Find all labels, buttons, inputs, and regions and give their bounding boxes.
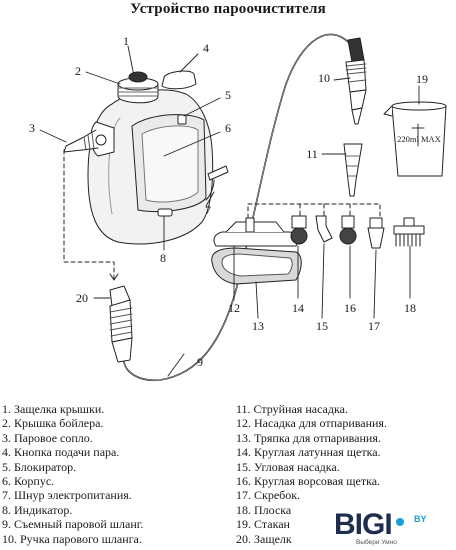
callout-6: 6	[225, 121, 231, 135]
cleaner-body	[87, 89, 229, 245]
legend-item: 12. Насадка для отпаривания.	[236, 416, 387, 431]
legend-item: 15. Угловая насадка.	[236, 459, 340, 474]
callout-5: 5	[225, 88, 231, 102]
legend-item: 11. Струйная насадка.	[236, 402, 348, 416]
logo-tagline: Выбери Умно	[356, 538, 397, 546]
callout-14: 14	[292, 301, 304, 315]
callout-1: 1	[123, 34, 129, 48]
callout-12: 12	[228, 301, 240, 315]
callout-18: 18	[404, 301, 416, 315]
indicator-light	[157, 208, 173, 217]
legend-item: 10. Ручка парового шланга.	[2, 531, 142, 546]
legend-item: 16. Круглая ворсовая щетка.	[236, 474, 381, 489]
cup-marking: 220ml MAX	[397, 134, 441, 144]
callout-8: 8	[160, 251, 166, 265]
callout-20: 20	[76, 291, 88, 305]
logo-suffix: BY	[414, 514, 427, 524]
legend-item: 19. Стакан	[236, 517, 290, 532]
callout-4: 4	[203, 41, 209, 55]
power-cord-stub	[207, 165, 229, 181]
leader-lines	[39, 45, 420, 377]
legend-item: 4. Кнопка подачи пара.	[2, 445, 120, 460]
callout-2: 2	[75, 64, 81, 78]
jet-nozzle	[343, 143, 363, 197]
legend-item: 2. Крышка бойлера.	[2, 416, 104, 431]
hose-handle	[345, 37, 367, 125]
callout-15: 15	[316, 319, 328, 333]
legend-item: 7. Шнур электропитания.	[2, 488, 132, 503]
callout-11: 11	[306, 147, 318, 161]
legend-item: 5. Блокиратор.	[2, 459, 77, 474]
legend-item: 17. Скребок.	[236, 488, 301, 503]
legend-item: 6. Корпус.	[2, 474, 55, 489]
callout-10: 10	[318, 71, 330, 85]
callout-7: 7	[205, 203, 211, 217]
lock-switch	[177, 114, 187, 125]
boiler-cap	[117, 71, 159, 104]
bigi-logo: BIGI BY Выбери Умно	[334, 508, 427, 546]
logo-text: BIGI	[334, 508, 392, 541]
brass-brush	[290, 215, 308, 245]
diagram-title: Устройство пароочистителя	[130, 1, 326, 17]
steam-button	[161, 70, 197, 90]
flat-brush	[393, 217, 425, 247]
angle-nozzle	[315, 215, 333, 243]
logo-dot	[396, 518, 404, 526]
steam-nozzle	[63, 121, 115, 157]
steam-attachment	[213, 217, 299, 247]
legend-item: 1. Защелка крышки.	[2, 402, 105, 416]
legend-item: 20. Защелк	[236, 531, 292, 546]
legend-item: 3. Паровое сопло.	[2, 430, 93, 445]
callout-16: 16	[344, 301, 356, 315]
scraper	[367, 217, 385, 249]
legend-right: 11. Струйная насадка. 12. Насадка для от…	[236, 402, 387, 546]
legend-left: 1. Защелка крышки. 2. Крышка бойлера. 3.…	[2, 402, 143, 546]
callout-19: 19	[416, 72, 428, 86]
legend-item: 9. Съемный паровой шланг.	[2, 517, 144, 532]
callout-9: 9	[197, 355, 203, 369]
legend-item: 18. Плоска	[236, 502, 292, 517]
legend-item: 14. Круглая латунная щетка.	[236, 445, 381, 460]
bristle-brush	[339, 215, 357, 245]
hose-latch	[109, 285, 133, 363]
cap-latch	[128, 71, 148, 83]
callout-3: 3	[29, 121, 35, 135]
callout-13: 13	[252, 319, 264, 333]
legend-item: 8. Индикатор.	[2, 502, 73, 517]
measuring-cup	[383, 101, 447, 177]
legend-item: 13. Тряпка для отпаривания.	[236, 430, 381, 445]
callout-17: 17	[368, 319, 380, 333]
